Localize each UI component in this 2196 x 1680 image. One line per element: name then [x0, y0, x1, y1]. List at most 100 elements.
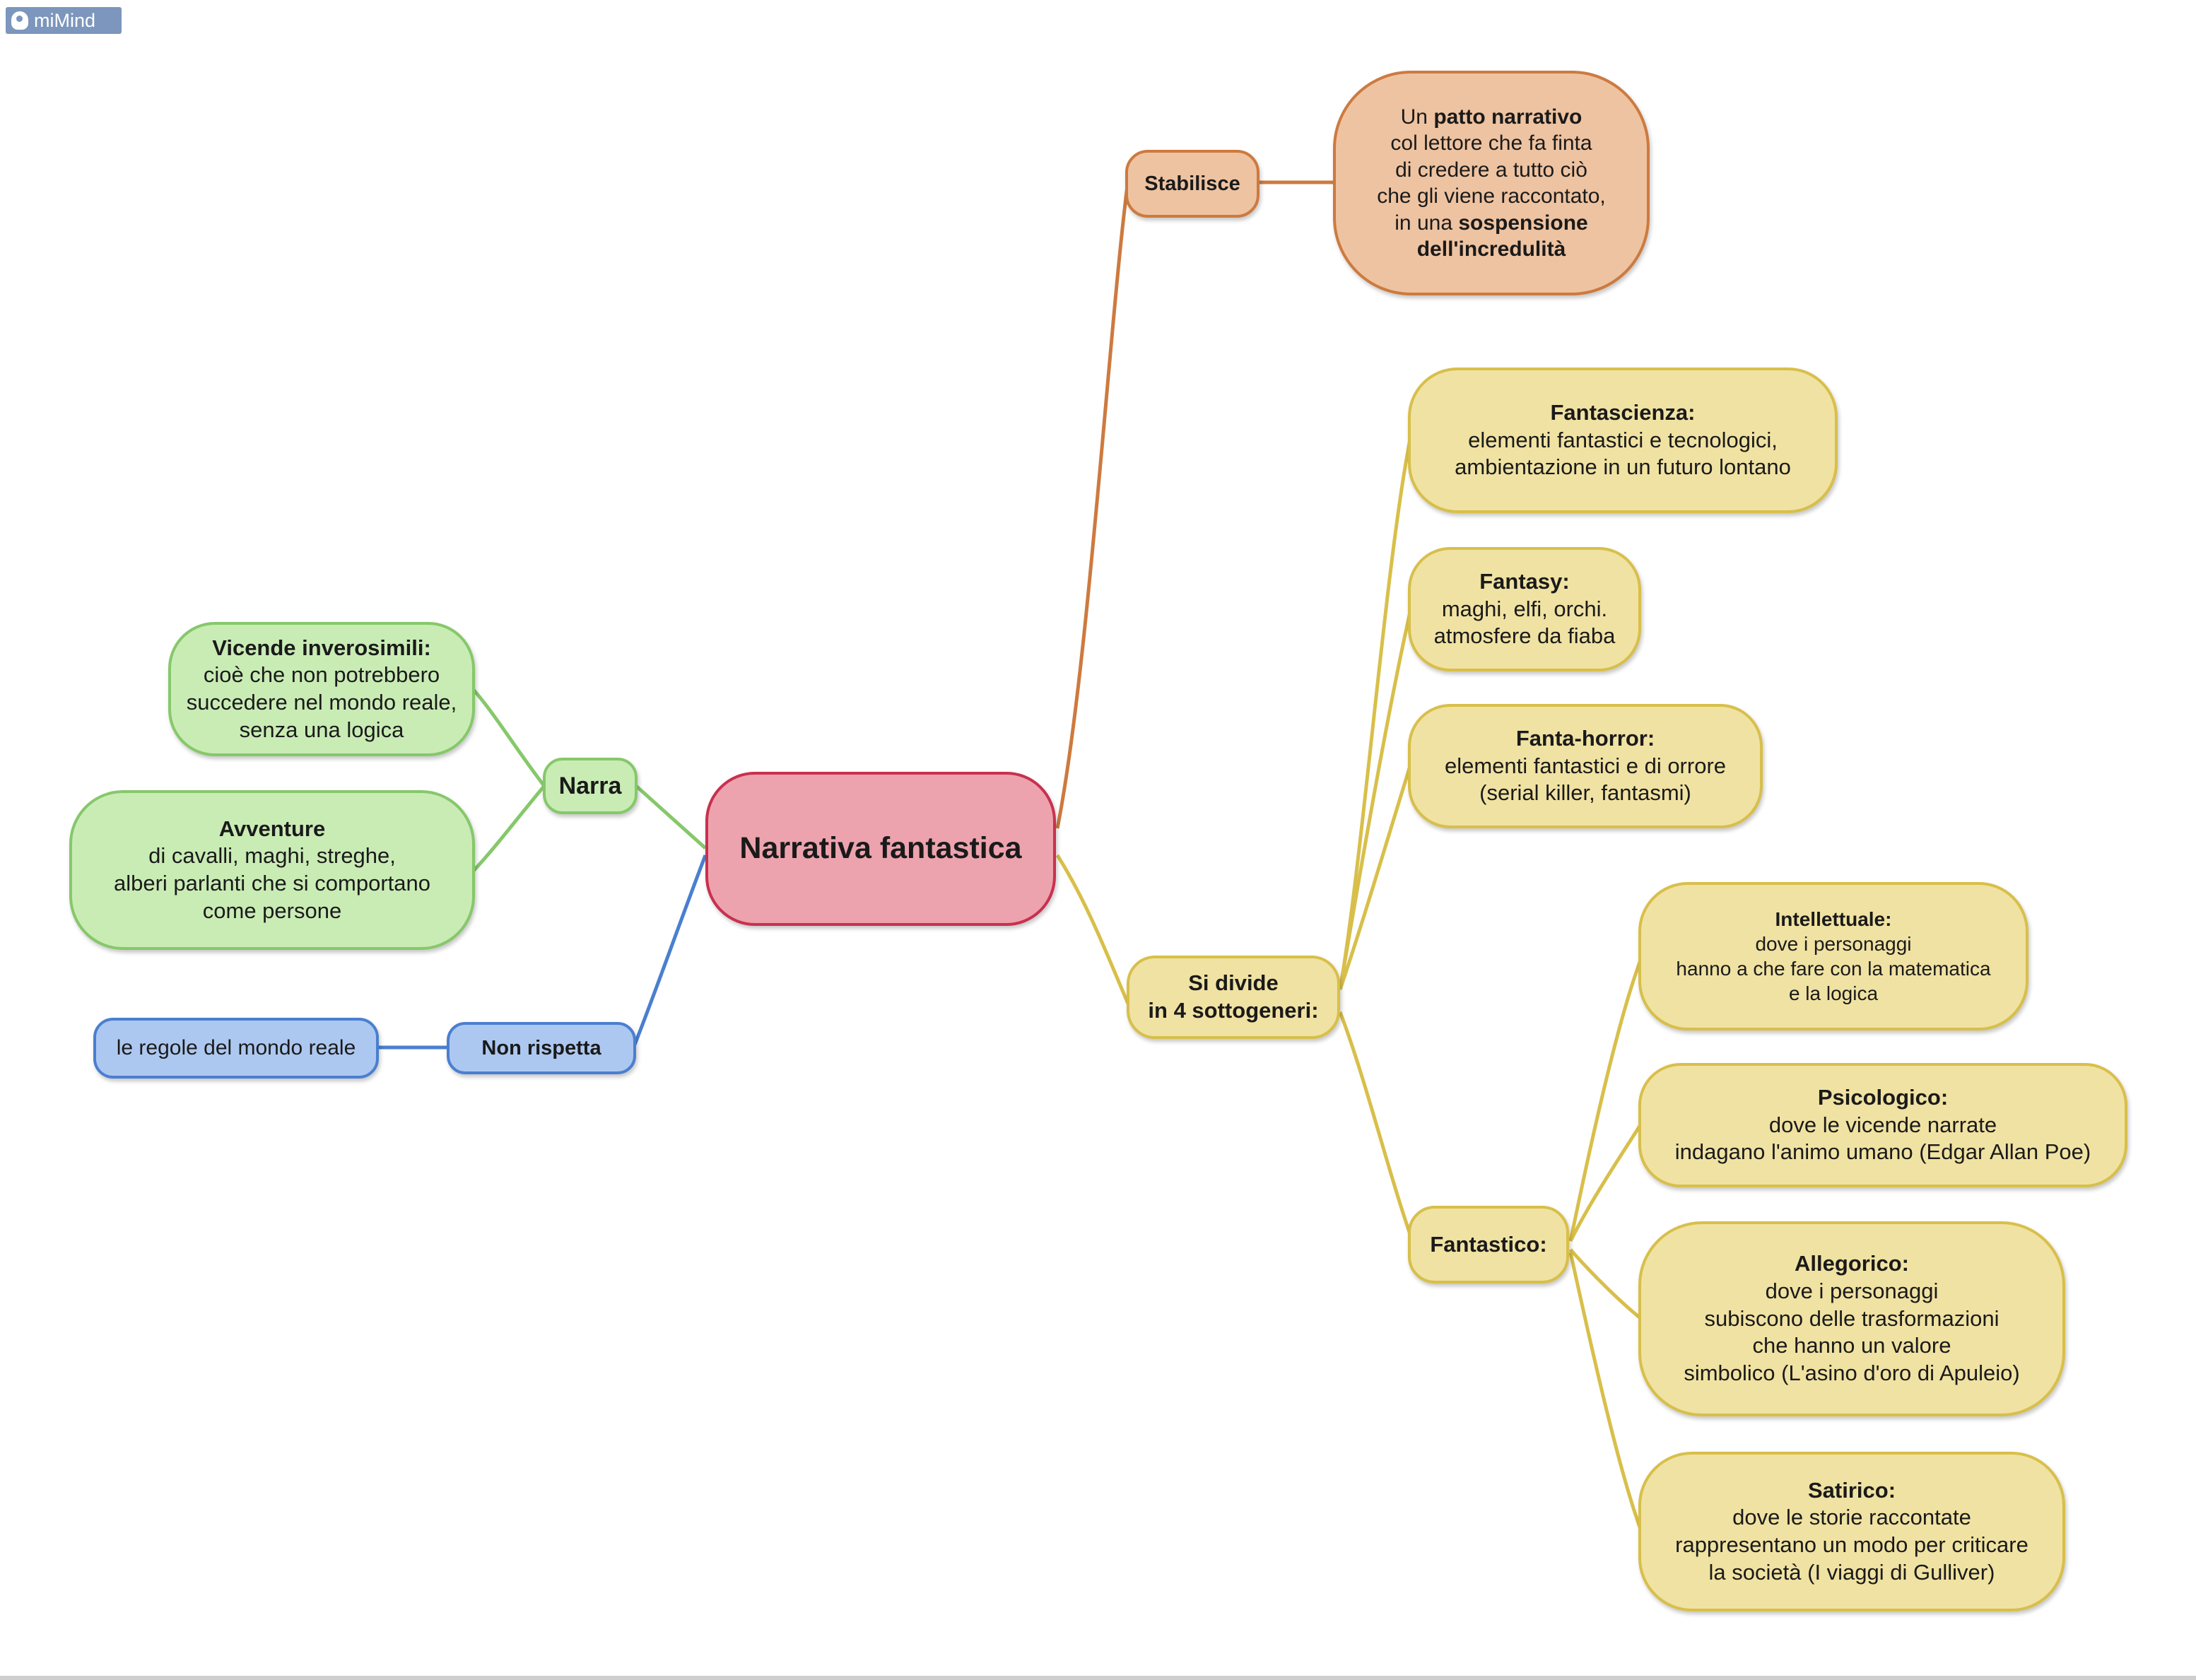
bold-text: Fanta-horror:	[1515, 725, 1655, 751]
connector-si-divide-fantascienza	[1338, 439, 1412, 990]
node-fantascienza[interactable]: Fantascienza:elementi fantastici e tecno…	[1408, 368, 1838, 513]
text: in una	[1394, 211, 1459, 235]
text: rappresentano un modo per criticare	[1675, 1532, 2028, 1557]
node-text-line: Fantascienza:	[1550, 399, 1695, 427]
text: di cavalli, maghi, streghe,	[148, 843, 396, 869]
bold-text: sospensione	[1458, 211, 1588, 235]
text: (serial killer, fantasmi)	[1479, 780, 1691, 806]
text: come persone	[202, 898, 342, 923]
node-text-line: che hanno un valore	[1753, 1332, 1951, 1360]
connector-narra-avventure	[472, 785, 546, 872]
node-text-line: Psicologico:	[1818, 1084, 1948, 1112]
node-text-line: la società (I viaggi di Gulliver)	[1709, 1559, 1995, 1587]
node-text-line: Intellettuale:	[1775, 907, 1892, 932]
node-non-rispetta[interactable]: Non rispetta	[447, 1022, 636, 1074]
bold-text: Satirico:	[1807, 1477, 1896, 1503]
text: senza una logica	[239, 717, 404, 742]
node-narra[interactable]: Narra	[543, 758, 638, 814]
node-text-line: cioè che non potrebbero	[204, 662, 440, 689]
connector-center-si-divide	[1055, 854, 1130, 1004]
text: che hanno un valore	[1752, 1333, 1951, 1358]
node-text-line: Narrativa fantastica	[739, 830, 1021, 868]
connector-center-stabilisce	[1055, 180, 1130, 829]
text: ambientazione in un futuro lontano	[1455, 454, 1791, 480]
node-text-line: Fantasy:	[1479, 568, 1569, 596]
connector-narra-vicende	[472, 688, 546, 787]
bold-text: Fantasy:	[1479, 568, 1570, 594]
node-text-line: come persone	[203, 898, 341, 925]
text: simbolico (L'asino d'oro di Apuleio)	[1684, 1361, 2020, 1386]
node-intellettuale[interactable]: Intellettuale:dove i personaggi hanno a c…	[1638, 882, 2028, 1030]
text: la società (I viaggi di Gulliver)	[1708, 1559, 1995, 1585]
node-text-line: senza una logica	[240, 717, 404, 744]
connector-fantastico-allegorico	[1569, 1248, 1643, 1320]
node-text-line: subiscono delle trasformazioni	[1705, 1305, 2000, 1333]
node-text-line: dove le storie raccontate	[1732, 1504, 1971, 1532]
node-text-line: Si divide	[1188, 970, 1278, 997]
node-text-line: Stabilisce	[1144, 171, 1240, 196]
bold-text: dell'incredulità	[1416, 237, 1566, 261]
node-regole[interactable]: le regole del mondo reale	[93, 1018, 379, 1079]
node-text-line: (serial killer, fantasmi)	[1479, 780, 1691, 807]
node-text-line: hanno a che fare con la matematica	[1676, 956, 1990, 981]
node-vicende-inverosimili[interactable]: Vicende inverosimili:cioè che non potreb…	[168, 622, 475, 756]
bold-text: in 4 sottogeneri:	[1148, 998, 1319, 1023]
node-text-line: in una sospensione	[1394, 210, 1587, 237]
node-stabilisce[interactable]: Stabilisce	[1125, 150, 1260, 218]
text: elementi fantastici e di orrore	[1444, 753, 1727, 778]
text: elementi fantastici e tecnologici,	[1468, 427, 1778, 452]
bold-text: Vicende inverosimili:	[212, 635, 431, 660]
node-text-line: dell'incredulità	[1417, 236, 1566, 263]
text: hanno a che fare con la matematica	[1676, 958, 1991, 980]
text: dove le storie raccontate	[1732, 1505, 1971, 1530]
bold-text: Fantastico:	[1430, 1231, 1547, 1257]
node-text-line: dove i personaggi	[1766, 1278, 1939, 1305]
brain-icon	[11, 11, 28, 30]
node-text-line: indagano l'animo umano (Edgar Allan Poe)	[1675, 1139, 2091, 1166]
node-text-line: le regole del mondo reale	[117, 1035, 356, 1062]
connector-center-non-rispetta	[633, 854, 707, 1045]
node-text-line: di cavalli, maghi, streghe,	[148, 842, 396, 870]
bold-text: Avventure	[218, 816, 326, 841]
node-text-line: Allegorico:	[1795, 1250, 1909, 1278]
node-fanta-horror[interactable]: Fanta-horror:elementi fantastici e di or…	[1408, 704, 1763, 828]
node-text-line: simbolico (L'asino d'oro di Apuleio)	[1684, 1360, 2019, 1387]
connector-si-divide-fantasy	[1338, 611, 1412, 990]
text: le regole del mondo reale	[116, 1036, 356, 1060]
bold-text: Allegorico:	[1795, 1251, 1909, 1276]
bold-text: Stabilisce	[1144, 172, 1240, 195]
text: dove i personaggi	[1765, 1278, 1939, 1303]
text: maghi, elfi, orchi.	[1441, 596, 1608, 621]
text: subiscono delle trasformazioni	[1704, 1305, 2000, 1331]
node-text-line: succedere nel mondo reale,	[187, 689, 457, 717]
node-fantastico[interactable]: Fantastico:	[1408, 1206, 1569, 1284]
text: col lettore che fa finta	[1390, 131, 1592, 155]
bold-text: Si divide	[1188, 970, 1279, 996]
connector-center-narra	[635, 785, 707, 850]
node-text-line: Narra	[559, 771, 622, 801]
node-text-line: che gli viene raccontato,	[1377, 183, 1606, 210]
node-text-line: col lettore che fa finta	[1390, 130, 1592, 157]
connector-fantastico-intellettuale	[1568, 958, 1643, 1242]
bold-text: Non rispetta	[481, 1036, 601, 1059]
node-text-line: Fanta-horror:	[1516, 725, 1655, 753]
node-text-line: rappresentano un modo per criticare	[1675, 1532, 2028, 1559]
text: e la logica	[1788, 982, 1879, 1004]
bold-text: Fantascienza:	[1550, 399, 1696, 425]
node-text-line: e la logica	[1789, 981, 1878, 1006]
node-text-line: Non rispetta	[481, 1035, 601, 1061]
text: dove i personaggi	[1755, 933, 1912, 955]
text: succedere nel mondo reale,	[186, 690, 457, 715]
node-text-line: Satirico:	[1808, 1477, 1896, 1505]
bold-text: patto narrativo	[1433, 105, 1583, 129]
text: di credere a tutto ciò	[1395, 158, 1587, 182]
node-fantasy[interactable]: Fantasy:maghi, elfi, orchi.atmosfere da …	[1408, 547, 1641, 671]
node-center[interactable]: Narrativa fantastica	[705, 772, 1056, 926]
